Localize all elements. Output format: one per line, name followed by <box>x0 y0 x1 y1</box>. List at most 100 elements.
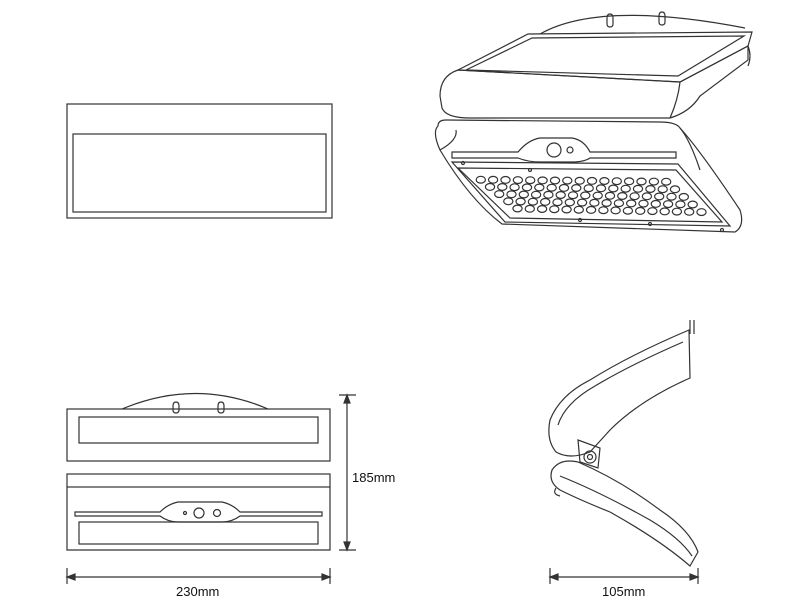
led <box>647 207 658 216</box>
led <box>549 205 560 214</box>
led <box>636 177 647 186</box>
front-view-mount-arc <box>121 392 269 410</box>
iso-lamp-body <box>434 119 743 233</box>
top-view-panel <box>72 133 327 213</box>
led <box>662 200 674 209</box>
side-view-hinge <box>583 450 597 464</box>
iso-solar-body <box>439 45 749 119</box>
side-view <box>548 320 699 567</box>
front-view-lamp-lens <box>78 521 319 545</box>
front-view-screw <box>182 510 188 516</box>
iso-mount-hole-right <box>658 11 666 26</box>
led <box>564 198 576 207</box>
led <box>648 177 660 186</box>
iso-sensor-housing <box>451 137 677 163</box>
front-view-mount-hole-left <box>172 401 180 414</box>
side-view-upper-arm-inner <box>557 341 684 426</box>
width-label: 230mm <box>176 584 219 599</box>
led <box>583 184 594 193</box>
top-view-outline <box>66 103 333 219</box>
led <box>574 176 585 185</box>
side-view-lower-arm <box>550 460 699 567</box>
front-view-sensor-housing <box>74 501 323 523</box>
led <box>512 204 523 213</box>
iso-lamp-face <box>450 161 732 227</box>
led <box>571 184 582 193</box>
led <box>540 197 551 206</box>
led <box>620 184 631 193</box>
led <box>599 177 610 186</box>
iso-sensor-lens <box>546 142 562 158</box>
led <box>534 183 545 192</box>
led <box>654 192 665 201</box>
led <box>580 191 591 200</box>
led <box>487 175 499 184</box>
front-view-solar-panel <box>78 416 319 444</box>
led <box>475 175 486 184</box>
led <box>696 208 707 217</box>
led <box>549 176 561 185</box>
led <box>623 177 635 186</box>
front-view-solar-body <box>66 408 331 462</box>
led <box>601 199 612 208</box>
led <box>585 205 597 214</box>
led <box>613 199 625 208</box>
side-view-lower-arm-inner <box>559 475 693 557</box>
led <box>669 185 681 194</box>
height-label: 185mm <box>352 470 395 485</box>
front-view-mount-hole-right <box>217 401 225 414</box>
led <box>632 184 644 193</box>
led <box>678 192 690 201</box>
led <box>598 206 609 215</box>
led <box>524 204 536 213</box>
led <box>657 185 668 194</box>
led <box>622 206 634 215</box>
led <box>576 198 588 207</box>
led <box>521 183 533 192</box>
led <box>537 176 548 185</box>
led <box>536 205 548 214</box>
led <box>659 207 670 216</box>
led <box>562 176 573 185</box>
led <box>684 207 695 216</box>
depth-dimension <box>548 568 700 584</box>
led <box>671 207 683 216</box>
led <box>592 191 603 200</box>
led <box>525 176 536 185</box>
led <box>638 199 649 208</box>
iso-mount-hole-left <box>606 13 614 28</box>
front-view-hinge-bar <box>66 473 331 488</box>
led <box>530 190 542 199</box>
led <box>527 197 539 206</box>
width-dimension <box>65 568 332 584</box>
led <box>666 192 677 201</box>
led <box>629 192 640 201</box>
led <box>650 199 662 208</box>
depth-label: 105mm <box>602 584 645 599</box>
iso-solar-panel <box>465 35 747 77</box>
front-view-light-sensor <box>212 508 222 518</box>
led <box>497 183 508 192</box>
led <box>635 206 646 215</box>
led <box>626 199 637 208</box>
led <box>500 175 511 184</box>
led <box>595 184 607 193</box>
led <box>552 198 563 207</box>
led <box>509 183 520 192</box>
led <box>484 182 496 191</box>
led <box>543 190 554 199</box>
front-view-lamp-body <box>66 487 331 551</box>
led <box>555 191 566 200</box>
led <box>661 177 672 186</box>
led <box>604 191 616 200</box>
led <box>558 183 570 192</box>
led <box>567 191 579 200</box>
isometric-view <box>434 11 753 233</box>
iso-mount-arc <box>539 14 746 35</box>
led <box>586 176 598 185</box>
led <box>506 190 517 199</box>
led <box>641 192 653 201</box>
led <box>573 205 585 214</box>
led <box>503 197 514 206</box>
